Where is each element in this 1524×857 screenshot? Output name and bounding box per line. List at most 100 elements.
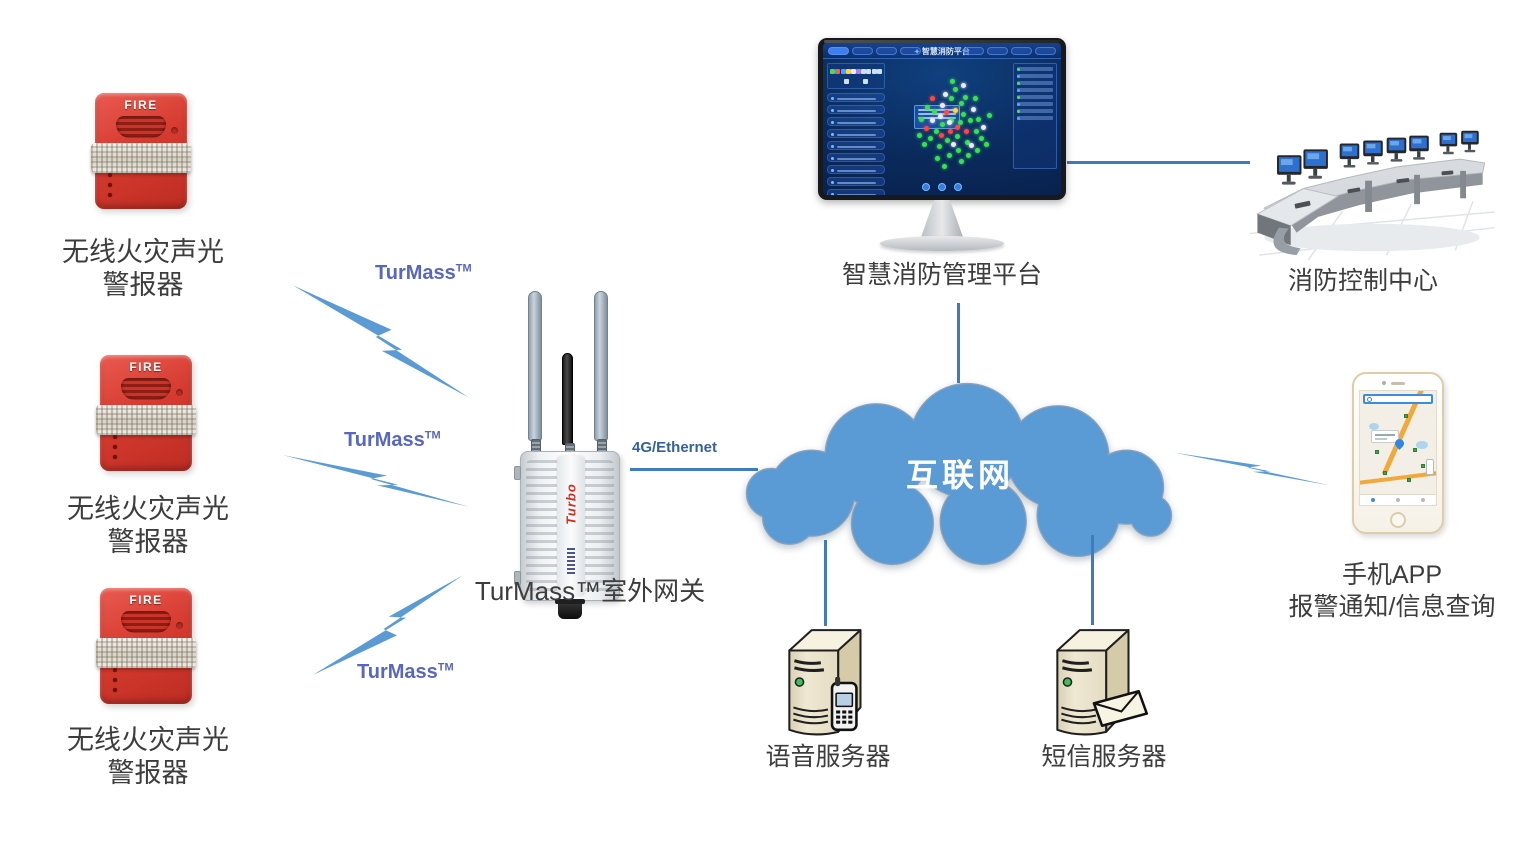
phone-figure [1352, 372, 1444, 534]
lightning-bolt-icon-4 [1174, 452, 1330, 486]
map-alarm-dot [941, 163, 947, 169]
map-alarm-dot [936, 144, 942, 150]
dashboard-nav-buttons-right [963, 47, 1056, 55]
map-alarm-dot [937, 114, 943, 120]
mounting-bracket-icon [514, 466, 521, 480]
antenna-icon-left [528, 291, 542, 457]
map-alarm-dot [963, 128, 969, 134]
map-alarm-dot [958, 101, 964, 107]
platform-label: 智慧消防管理平台 [841, 261, 1042, 289]
control-room-icon [1249, 130, 1495, 260]
fire-alarm-label-2: 无线火灾声光 警报器 [67, 494, 229, 557]
fire-alarm-device-2: FIRE [96, 355, 196, 471]
cloud-icon [745, 382, 1173, 566]
dashboard-nav-buttons-left [828, 47, 921, 55]
control-center-figure [1248, 118, 1496, 260]
sms-server-label: 短信服务器 [1041, 743, 1167, 771]
strobe-light-icon [96, 405, 196, 435]
phone-map-screen [1359, 390, 1437, 506]
platform-logo-icon: ✦ [914, 49, 922, 56]
map-alarm-dot [944, 110, 950, 116]
monitor-bezel: ✦ 智慧消防平台 [818, 38, 1066, 200]
map-alarm-dot [966, 153, 972, 159]
cloud-platform-line [957, 303, 960, 383]
map-alarm-dot [952, 107, 958, 113]
fire-alarm-device-3: FIRE [96, 588, 196, 704]
phone-bottom-nav [1360, 494, 1436, 505]
map-alarm-dot [924, 126, 930, 131]
speaker-grille-icon [116, 116, 166, 138]
map-alarm-dot [957, 119, 963, 125]
map-alarm-dot [958, 158, 964, 164]
platform-dashboard-screen: ✦ 智慧消防平台 [823, 43, 1061, 195]
map-water [1416, 441, 1429, 450]
voice-server-figure [778, 620, 882, 742]
map-alarm-dot [961, 83, 967, 89]
map-alarm-dot [950, 79, 956, 85]
lightning-bolt-icon-1 [293, 283, 469, 400]
map-marker [1404, 413, 1409, 418]
fire-alarm-label-1: 无线火灾声光 警报器 [62, 237, 224, 300]
uplink-label: 4G/Ethernet [632, 439, 718, 456]
gateway-front-strip: Turbo [557, 456, 585, 596]
map-alarm-dot [916, 132, 922, 138]
phone-label-line1: 手机APP [1341, 561, 1443, 589]
turmass-link-label-2: TurMassTM [344, 429, 441, 451]
map-alarm-dot [987, 113, 993, 118]
monitor-stand-neck [920, 200, 964, 240]
dashboard-bottom-buttons [922, 183, 962, 191]
voice-server-label: 语音服务器 [765, 743, 891, 771]
map-alarm-dot [921, 141, 927, 147]
internet-cloud: 互联网 [743, 376, 1177, 568]
map-alarm-dot [930, 96, 936, 102]
map-alarm-dot [952, 87, 958, 92]
map-alarm-dot [951, 141, 957, 147]
map-marker [1413, 448, 1418, 452]
control-center-label: 消防控制中心 [1287, 267, 1438, 295]
fire-text: FIRE [129, 593, 163, 607]
map-alarm-dot [972, 96, 978, 102]
mounting-bracket-icon [514, 571, 521, 585]
dashboard-right-panel [1013, 63, 1057, 169]
platform-controlcenter-line [1067, 161, 1250, 164]
map-alarm-dot [955, 133, 961, 139]
speaker-grille-icon [121, 611, 171, 633]
turmass-link-label-1: TurMassTM [375, 262, 472, 284]
phone-search-bar [1363, 394, 1433, 404]
dashboard-title: ✦ 智慧消防平台 [914, 47, 970, 56]
cloud-voiceserver-line [824, 540, 827, 626]
map-alarm-dot [940, 102, 946, 108]
map-zoom-buttons [1426, 459, 1434, 476]
map-alarm-dot [962, 94, 968, 100]
map-alarm-dot [967, 118, 973, 124]
map-alarm-dot [978, 136, 984, 142]
map-marker [1407, 477, 1412, 482]
dashboard-left-panel [827, 63, 885, 195]
map-alarm-dot [919, 116, 925, 122]
map-alarm-dot [931, 109, 937, 115]
map-marker [1420, 463, 1425, 468]
monitor-stand-base [880, 236, 1004, 251]
map-alarm-dot [973, 128, 979, 134]
map-alarm-dot [939, 132, 945, 138]
led-indicators [108, 173, 112, 197]
cloud-smsserver-line [1091, 535, 1094, 625]
map-alarm-dot [971, 106, 977, 112]
map-alarm-dot [945, 137, 951, 143]
map-alarm-dot [983, 141, 989, 147]
dashboard-stats-box [827, 63, 885, 89]
led-indicators [113, 668, 117, 692]
gateway-cloud-line [630, 468, 758, 471]
phone-speaker-icon [1391, 382, 1405, 385]
bottom-connector-icon [555, 599, 585, 619]
speaker-grille-icon [121, 378, 171, 400]
server-tower-icon [788, 629, 862, 736]
map-alarm-dot [968, 142, 974, 148]
map-marker [1375, 450, 1380, 455]
phone-label-line2: 报警通知/信息查询 [1288, 593, 1496, 621]
map-alarm-dot [955, 124, 961, 130]
led-indicators [113, 435, 117, 459]
antenna-icon-middle [562, 353, 575, 461]
envelope-icon [1092, 689, 1149, 728]
map-marker [1382, 470, 1387, 475]
